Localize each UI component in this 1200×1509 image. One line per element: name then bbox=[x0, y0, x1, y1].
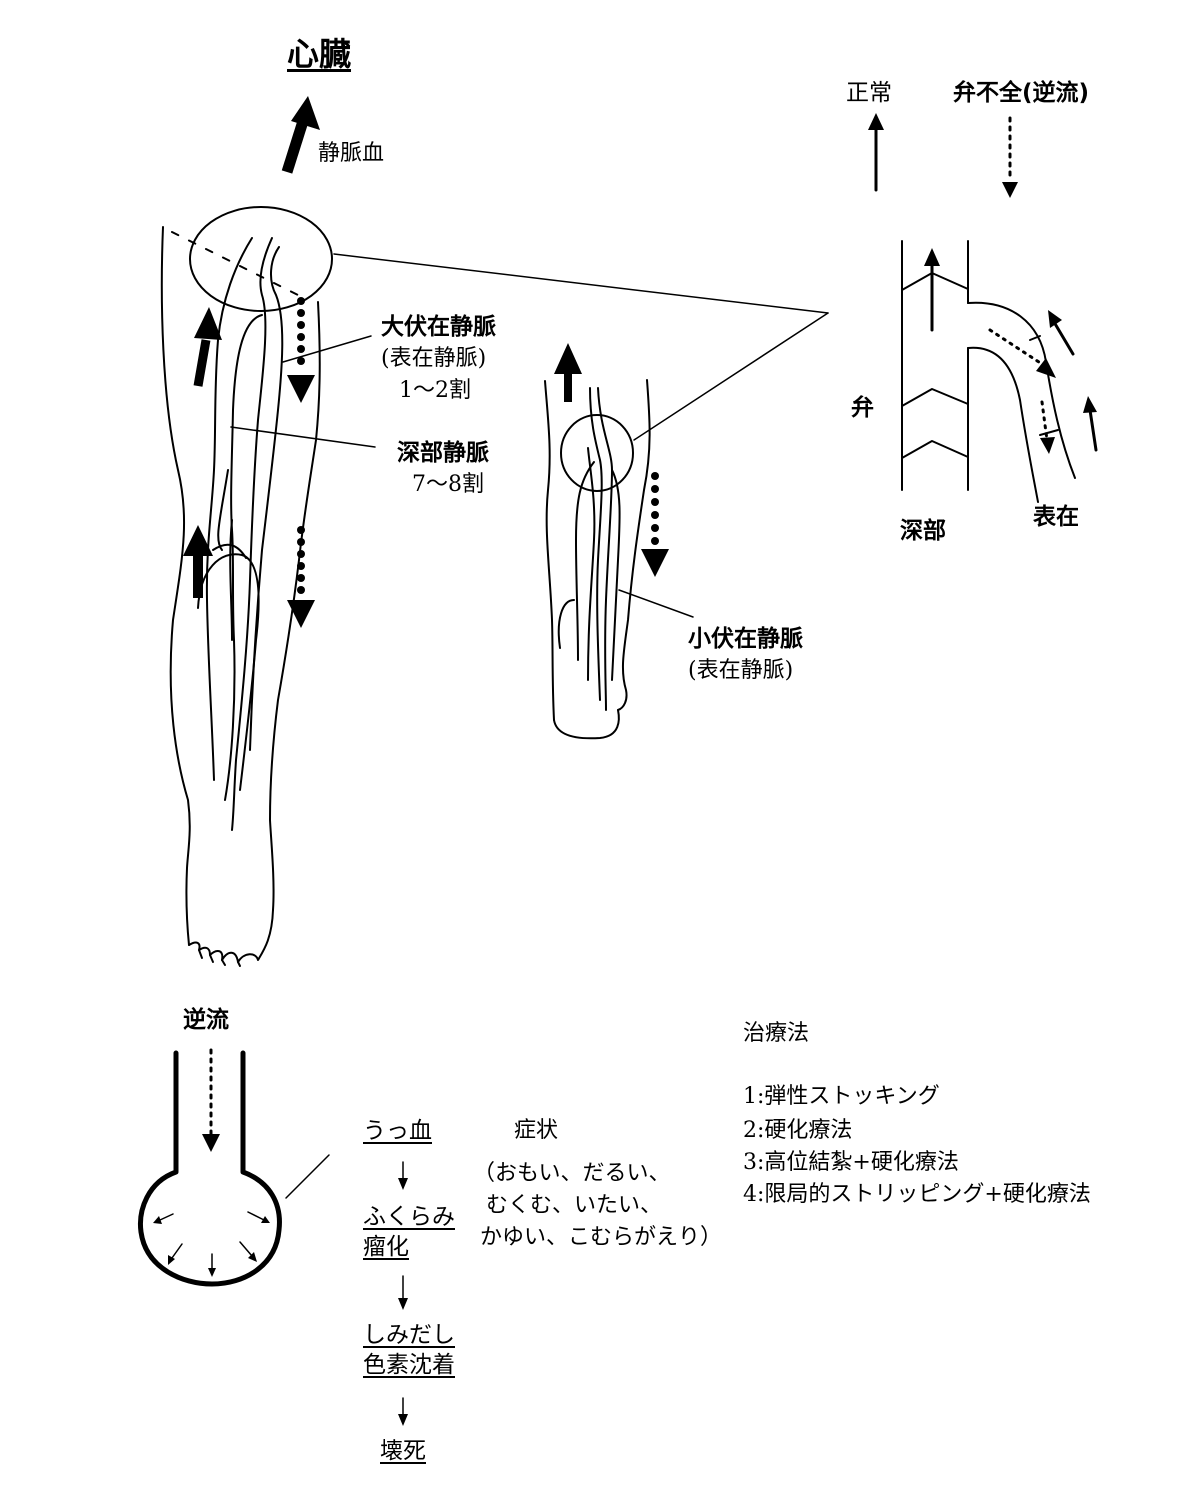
gsv-ratio: 1〜2割 bbox=[399, 378, 471, 403]
deep-vein-name: 深部静脈 bbox=[397, 440, 489, 466]
valve-failure-label: 弁不全(逆流) bbox=[953, 80, 1090, 106]
zoom-circle-groin bbox=[189, 206, 829, 441]
treatment-item: 3:高位結紮+硬化療法 bbox=[743, 1150, 959, 1175]
gsv-name: 大伏在静脈 bbox=[381, 314, 496, 340]
reflux-legend-arrow-icon bbox=[1002, 116, 1018, 198]
symptoms-line: （おもい、だるい、 bbox=[473, 1161, 671, 1186]
superficial-label: 表在 bbox=[1033, 504, 1079, 530]
progression-step: しみだし bbox=[363, 1322, 455, 1348]
treatment-item: 1:弾性ストッキング bbox=[743, 1084, 940, 1109]
progression-arrow-icon bbox=[398, 1275, 408, 1310]
reflux-dotted-arrow-icon bbox=[287, 526, 315, 628]
deep-vein-ratio: 7〜8割 bbox=[412, 472, 484, 497]
zoom-circle-knee bbox=[560, 414, 634, 492]
symptoms-line: むくむ、いたい、 bbox=[486, 1193, 663, 1218]
progression-arrow-icon bbox=[398, 1161, 408, 1190]
reflux-label: 逆流 bbox=[183, 1007, 229, 1033]
normal-label: 正常 bbox=[846, 80, 892, 106]
progression-arrow-icon bbox=[398, 1397, 408, 1426]
normal-arrow-icon bbox=[868, 113, 884, 192]
gsv-type: (表在静脈) bbox=[381, 346, 487, 371]
venous-blood-label: 静脈血 bbox=[318, 141, 385, 166]
lower-leg-outline bbox=[544, 379, 651, 740]
symptoms-title: 症状 bbox=[514, 1118, 559, 1143]
reflux-dotted-arrow-icon bbox=[287, 297, 315, 403]
upward-flow-arrow-icon bbox=[183, 525, 213, 598]
upward-flow-arrow-icon bbox=[193, 307, 222, 387]
progression-step: 壊死 bbox=[380, 1438, 426, 1464]
varix-bulge-diagram bbox=[137, 1048, 330, 1287]
ssv-name: 小伏在静脈 bbox=[688, 626, 803, 652]
valve-label: 弁 bbox=[851, 395, 874, 421]
heart-label: 心臓 bbox=[287, 35, 352, 73]
valve-junction-diagram bbox=[901, 240, 1098, 503]
leg-outline bbox=[160, 226, 321, 967]
deep-label: 深部 bbox=[900, 518, 946, 544]
progression-step: 瘤化 bbox=[363, 1234, 409, 1260]
ssv-type: (表在静脈) bbox=[688, 658, 794, 683]
reflux-dotted-arrow-icon bbox=[641, 472, 669, 577]
thigh-veins bbox=[205, 237, 284, 831]
symptoms-line: かゆい、こむらがえり） bbox=[480, 1225, 723, 1250]
heart-arrow-icon bbox=[281, 96, 320, 174]
progression-step: 色素沈着 bbox=[363, 1352, 455, 1378]
treatment-item: 2:硬化療法 bbox=[743, 1118, 853, 1143]
treatment-title: 治療法 bbox=[743, 1021, 810, 1046]
upward-flow-arrow-icon bbox=[554, 343, 582, 402]
treatment-item: 4:限局的ストリッピング+硬化療法 bbox=[743, 1182, 1091, 1207]
progression-step: ふくらみ bbox=[363, 1204, 455, 1230]
progression-step: うっ血 bbox=[363, 1118, 432, 1144]
